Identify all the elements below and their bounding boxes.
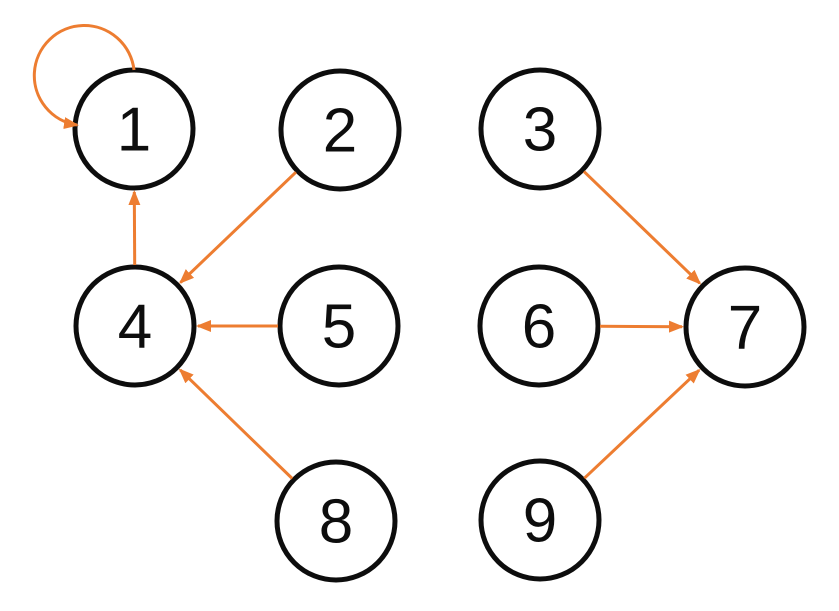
node-1: 1 xyxy=(72,67,196,191)
edge-3-7 xyxy=(582,170,702,285)
node-4: 4 xyxy=(73,264,197,388)
node-circle-9 xyxy=(478,458,602,582)
node-label-8: 8 xyxy=(319,488,353,557)
node-label-4: 4 xyxy=(118,293,152,362)
node-circle-6 xyxy=(477,264,601,388)
edge-self-loop-1 xyxy=(32,24,136,130)
node-circle-4 xyxy=(73,264,197,388)
node-label-2: 2 xyxy=(323,97,357,166)
node-label-6: 6 xyxy=(522,293,556,362)
node-3: 3 xyxy=(478,67,602,191)
node-label-5: 5 xyxy=(322,293,356,362)
edge-9-7 xyxy=(583,368,701,480)
node-8: 8 xyxy=(274,459,398,583)
node-circle-5 xyxy=(277,264,401,388)
node-9: 9 xyxy=(478,458,602,582)
node-circle-7 xyxy=(683,265,807,389)
edges-layer xyxy=(32,24,702,480)
node-5: 5 xyxy=(277,264,401,388)
nodes-layer: 1 2 3 4 5 6 7 8 9 xyxy=(72,67,807,583)
node-circle-8 xyxy=(274,459,398,583)
node-label-1: 1 xyxy=(117,96,151,165)
edge-2-4 xyxy=(179,171,297,284)
node-label-7: 7 xyxy=(728,294,762,363)
node-circle-2 xyxy=(278,68,402,192)
node-label-3: 3 xyxy=(523,96,557,165)
node-6: 6 xyxy=(477,264,601,388)
node-2: 2 xyxy=(278,68,402,192)
node-7: 7 xyxy=(683,265,807,389)
node-circle-3 xyxy=(478,67,602,191)
node-label-9: 9 xyxy=(523,487,557,556)
edge-8-4 xyxy=(178,368,294,480)
